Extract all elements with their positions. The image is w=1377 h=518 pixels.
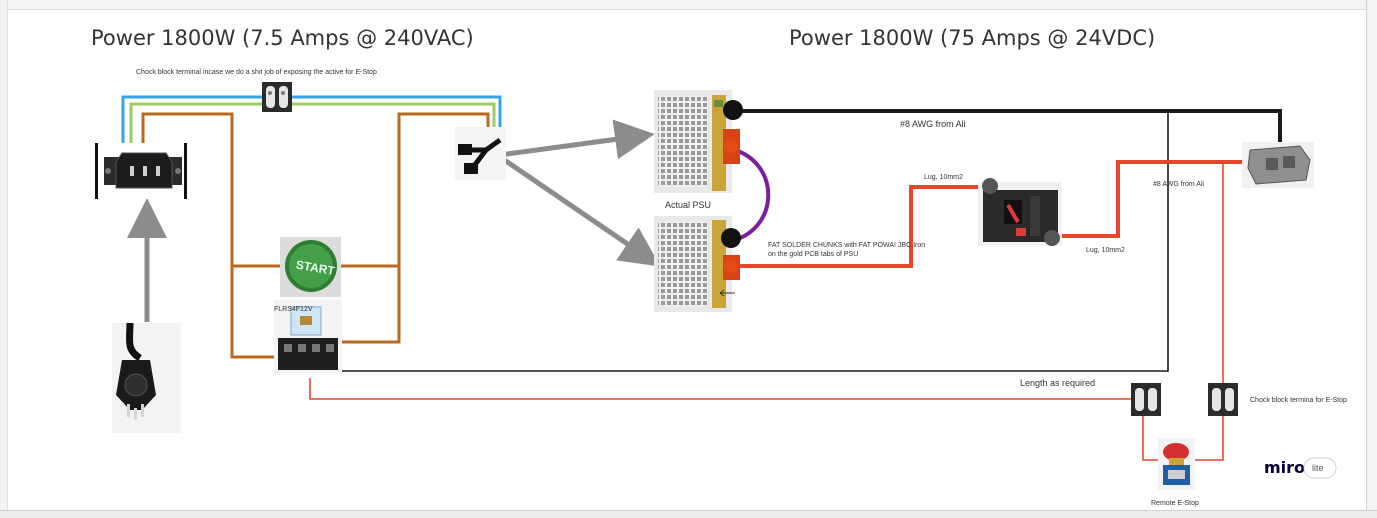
wiring-diagram: Power 1800W (7.5 Amps @ 240VAC) Power 18…: [91, 26, 1347, 507]
estop-wire-3: [1142, 416, 1160, 461]
note-chock-top: Chock block terminal incase we do a shit…: [136, 69, 377, 76]
chock-block-icon-left: [1131, 383, 1161, 416]
arrow-to-psu-bottom: [498, 154, 661, 267]
start-label: START: [295, 257, 337, 278]
note-solder-1: FAT SOLDER CHUNKS with FAT POWA! JBC Iro…: [768, 242, 925, 249]
dc-positive-wire-red-1: [727, 185, 985, 268]
note-lug-left: Lug, 10mm2: [924, 174, 963, 181]
title-ac: Power 1800W (7.5 Amps @ 240VAC): [91, 26, 474, 50]
estop-button-icon: [1158, 438, 1195, 490]
window-edge-left: [0, 0, 8, 518]
estop-wire-2: [309, 378, 1142, 400]
start-button-icon: START: [280, 237, 341, 297]
miro-branding: miro lite: [1264, 457, 1337, 479]
note-awg-top: #8 AWG from Ali: [900, 119, 966, 129]
active-wire-brown-4: [342, 112, 490, 344]
relay-icon: [274, 300, 342, 374]
note-remote-estop: Remote E-Stop: [1151, 500, 1199, 507]
dc-positive-wire-red-2: [1060, 160, 1255, 238]
note-awg-right: #8 AWG from Ali: [1153, 181, 1205, 188]
iec-inlet-icon: [95, 143, 188, 199]
circuit-breaker-icon: [978, 178, 1062, 246]
earth-wire-green: [129, 102, 496, 145]
chock-block-icon-top: [262, 82, 292, 112]
mains-plug-icon: [112, 322, 181, 433]
psu-icon-top: [654, 90, 743, 193]
window-edge-bottom: [0, 510, 1377, 518]
relay-return-wire: [322, 111, 1169, 372]
note-chock-right: Chock block termina for E-Stop: [1250, 397, 1347, 404]
arrow-to-psu-top: [499, 119, 655, 160]
anderson-connector-icon: [1242, 142, 1314, 188]
psu-caption: Actual PSU: [665, 200, 711, 210]
miro-logo: miro: [1264, 458, 1305, 477]
y-splitter-icon: [455, 127, 506, 180]
note-lug-right: Lug, 10mm2: [1086, 247, 1125, 254]
psu-icon-bottom: [654, 216, 741, 312]
active-wire-brown-1: [141, 112, 276, 359]
window-edge-right: [1366, 0, 1377, 518]
estop-wire-4: [1192, 416, 1224, 461]
dc-negative-wire-black: [733, 109, 1282, 145]
chock-block-icon-right: [1208, 383, 1238, 416]
window-edge-top: [0, 0, 1377, 10]
neutral-wire-blue: [121, 95, 502, 145]
note-solder-2: on the gold PCB tabs of PSU: [768, 251, 858, 258]
relay-label: FLRS4F12V: [274, 306, 313, 313]
title-dc: Power 1800W (75 Amps @ 24VDC): [789, 26, 1155, 50]
note-length: Length as required: [1020, 378, 1095, 388]
psu-series-jumper-purple: [726, 146, 771, 244]
miro-lite-badge: lite: [1312, 463, 1324, 473]
